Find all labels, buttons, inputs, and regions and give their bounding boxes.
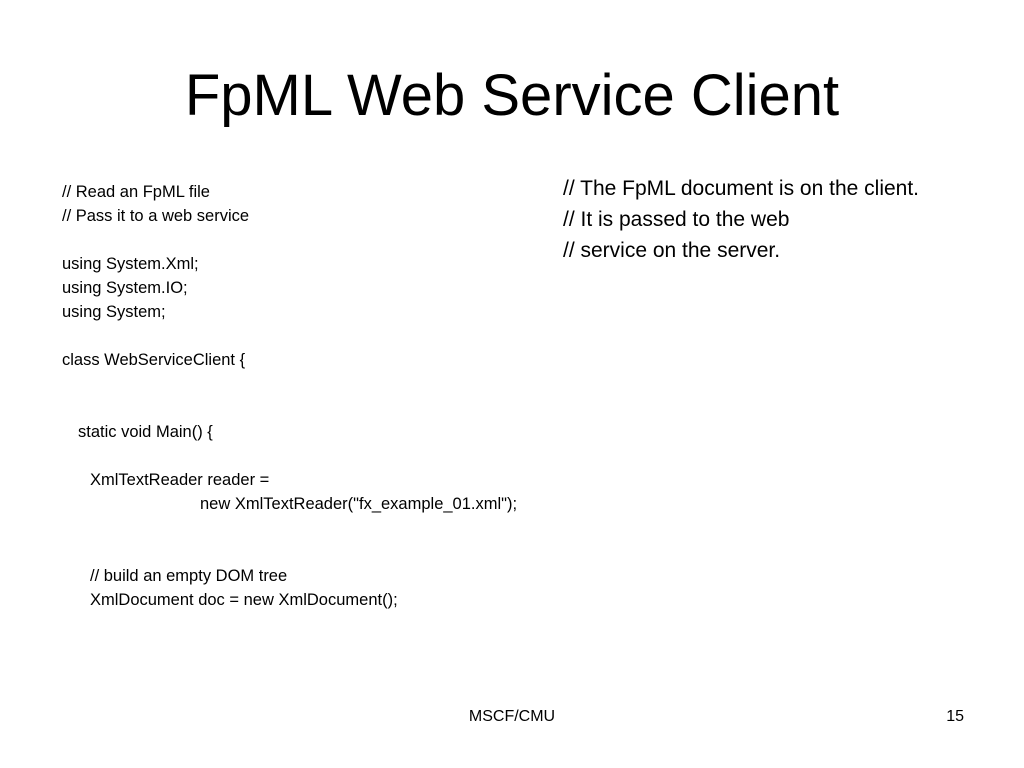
code-block: // Read an FpML file // Pass it to a web … [62,180,517,612]
note-line: // service on the server. [563,239,781,262]
code-line: XmlDocument doc = new XmlDocument(); [90,591,398,609]
page-number: 15 [946,708,964,725]
code-line [62,516,517,540]
footer-label: MSCF/CMU [468,708,556,725]
code-line [62,540,517,564]
code-line: using System; [62,303,166,321]
code-line: new XmlTextReader("fx_example_01.xml"); [200,495,518,513]
code-line: using System.IO; [62,279,188,297]
note-line: // The FpML document is on the client. [563,177,920,200]
code-line: using System.Xml; [62,255,199,273]
code-line: // Read an FpML file [62,183,210,201]
code-line: class WebServiceClient { [62,351,246,369]
code-line: XmlTextReader reader = [90,471,270,489]
note-line: // It is passed to the web [563,208,790,231]
code-line [62,396,517,420]
code-line [62,324,517,348]
code-line: static void Main() { [78,423,213,441]
code-line [62,444,517,468]
code-line: // build an empty DOM tree [90,567,288,585]
code-line [62,372,517,396]
slide-title: FpML Web Service Client [184,63,840,128]
code-line: // Pass it to a web service [62,207,250,225]
code-line [62,228,517,252]
comment-note: // The FpML document is on the client. //… [563,173,919,266]
